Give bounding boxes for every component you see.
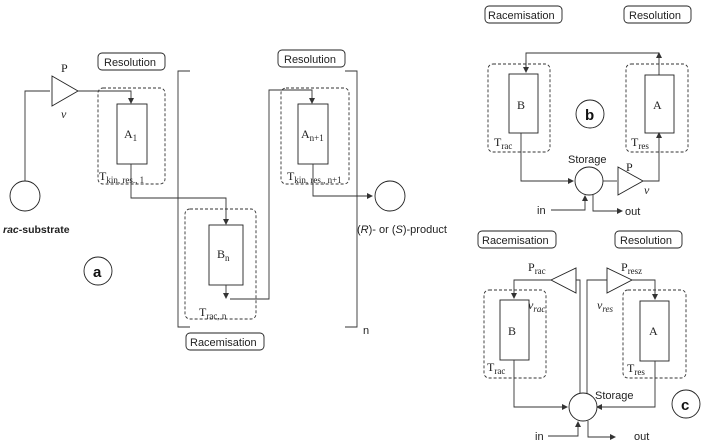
line-in-b [551,195,588,211]
temp-rac-c: Trac [487,360,505,376]
storage-vessel-b [574,166,604,196]
line-a1-bn [130,164,229,225]
line-out-b [592,195,623,214]
temp-res-c: Tres [627,361,645,377]
temp-rac-b: Trac [494,135,512,151]
panel-b-letter: b [585,107,594,124]
dashed-zone-a1 [97,87,166,185]
in-label-c: in [535,431,544,443]
line-bn-an1 [230,89,315,300]
pump-rac-label: Prac [528,260,546,276]
out-label-b: out [625,206,640,218]
reactor-b-b-label: B [517,98,525,112]
dashed-zone-b-b [487,63,551,153]
resolution-label-2: Resolution [284,54,336,66]
out-label-c: out [634,431,649,443]
reactor-b-c-label: B [508,324,516,338]
reactor-an1-label: An+1 [301,127,324,143]
resolution-label-b: Resolution [629,10,681,22]
resolution-label-box-b [623,5,692,24]
substrate-vessel [9,180,41,212]
line-b-top [525,52,659,72]
pump-resz-label: Presz [621,260,642,276]
racemisation-label-c: Racemisation [482,235,549,247]
panel-a-badge [83,256,113,286]
pump-a [51,75,79,107]
resolution-label-box-c [614,230,683,249]
temp-an1-label: Tkin, res., n+1 [287,169,342,185]
racemisation-label-b: Racemisation [488,10,555,22]
dashed-zone-a-c [622,289,687,379]
line-storage-pump-resz [586,279,607,395]
racemisation-label-a: Racemisation [190,337,257,349]
reactor-bn-label: Bn [217,247,230,263]
temp-res-b: Tres [631,135,649,151]
line-a-storage-c [596,361,656,410]
resolution-label-box-2 [277,49,346,68]
pump-a-label: P [61,61,68,75]
racemisation-label-box-a [185,332,265,351]
line-b-storage-c [513,360,568,410]
racemisation-label-box-c [477,230,557,249]
dashed-zone-an1 [280,87,350,185]
line-pump-a-b [643,132,662,182]
product-vessel [374,180,406,212]
dashed-zone-a-b [625,63,689,153]
panel-a: rac-substrate P v Resolution A1 Tkin, re… [3,49,447,351]
reactor-a1 [116,103,148,165]
reactor-b-b [508,73,539,134]
line-storage-pump-rac [576,279,581,395]
line-in-c [548,421,581,437]
storage-vessel-c [568,392,598,422]
panel-c-letter: c [681,397,689,414]
temp-a1-label: Tkin, res., 1 [99,169,144,185]
pump-res-rate: vres [597,298,613,314]
reactor-b-c [499,299,530,361]
pump-rac [549,267,577,294]
pump-b [617,166,644,196]
reactor-a-b-label: A [653,98,662,112]
pump-rac-rate: vrac [528,298,545,314]
resolution-label-c: Resolution [620,235,672,247]
in-label-b: in [537,205,546,217]
feed-line-substrate [24,90,50,181]
reactor-a-c [639,300,670,362]
panel-b-badge [575,99,605,129]
feed-line-a1 [78,90,134,104]
substrate-label: rac-substrate [3,224,70,236]
line-b-storage [520,133,574,184]
panel-c: Racemisation Resolution Prac vrac Presz … [477,230,701,443]
reactor-a-b [644,74,675,134]
resolution-label-box-1 [97,52,166,71]
pump-b-rate: v [644,183,650,197]
repeat-label: n [363,325,369,337]
dashed-zone-bn [184,208,257,320]
reactor-a-c-label: A [649,324,658,338]
racemisation-label-box-b [484,5,563,24]
bracket-right [345,70,358,328]
resolution-label-1: Resolution [104,57,156,69]
dashed-zone-b-c [483,289,547,379]
temp-bn-label: Trac, n [199,305,227,321]
reactor-an1 [297,103,329,165]
bracket-left [177,70,190,328]
line-pump-rac-b [511,279,551,299]
storage-label-c: Storage [595,390,634,402]
pump-a-rate: v [61,107,67,121]
panel-c-badge [671,389,701,419]
line-pump-resz-a [632,279,658,300]
panel-b: Racemisation Resolution B Trac A Tres St… [484,5,692,218]
product-label: (R)- or (S)-product [357,224,447,236]
pump-b-label: P [626,160,633,174]
line-out-c [587,421,616,440]
line-product [312,164,373,199]
pump-resz [606,267,634,294]
panel-a-letter: a [93,264,102,281]
reactor-a1-label: A1 [124,127,137,143]
storage-label-b: Storage [568,154,607,166]
